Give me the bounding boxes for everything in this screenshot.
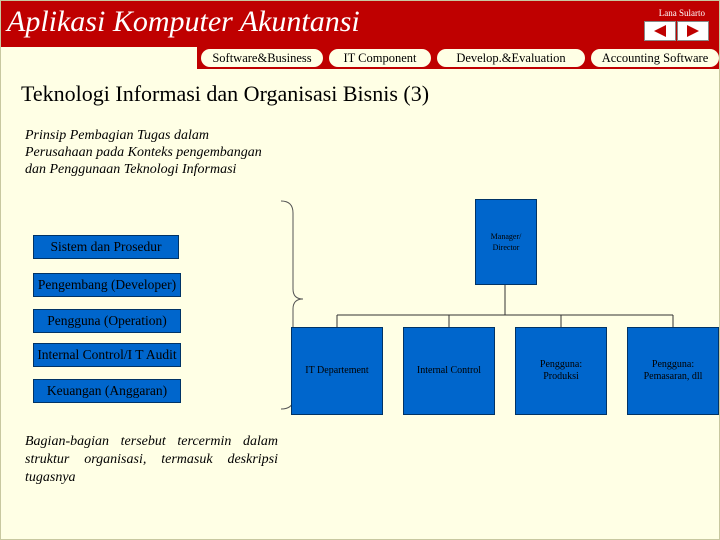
tab-it-component[interactable]: IT Component <box>329 49 431 67</box>
next-slide-button[interactable] <box>677 21 709 41</box>
org-box-manager: Manager/Director <box>475 199 537 285</box>
tab-software-business[interactable]: Software&Business <box>201 49 323 67</box>
arrow-left-icon <box>654 25 666 37</box>
header-bar: Aplikasi Komputer Akuntansi Lana Sularto <box>1 1 719 47</box>
app-title: Aplikasi Komputer Akuntansi <box>7 5 360 38</box>
arrow-right-icon <box>687 25 699 37</box>
item-pengguna: Pengguna (Operation) <box>33 309 181 333</box>
author-name: Lana Sularto <box>658 8 705 18</box>
org-child-line1: Internal Control <box>416 365 482 376</box>
org-child-line1: IT Departement <box>305 365 369 376</box>
org-child-line2: Pemasaran, dll <box>643 371 703 382</box>
item-pengembang: Pengembang (Developer) <box>33 273 181 297</box>
summary-text: Bagian-bagian tersebut tercermin dalam s… <box>25 434 278 485</box>
slide-title: Teknologi Informasi dan Organisasi Bisni… <box>21 81 430 106</box>
org-manager-line2: Director <box>492 243 520 252</box>
org-box-it-department: IT Departement <box>291 327 383 415</box>
org-box-pengguna-produksi: Pengguna:Produksi <box>515 327 607 415</box>
org-child-line1: Pengguna: <box>651 359 695 370</box>
item-sistem-prosedur: Sistem dan Prosedur <box>33 235 179 259</box>
org-box-pengguna-pemasaran: Pengguna:Pemasaran, dll <box>627 327 719 415</box>
intro-text: Prinsip Pembagian Tugas dalam Perusahaan… <box>25 128 262 177</box>
tab-accounting-software[interactable]: Accounting Software <box>591 49 719 67</box>
prev-slide-button[interactable] <box>644 21 676 41</box>
org-manager-line1: Manager/ <box>490 232 522 241</box>
org-box-internal-control: Internal Control <box>403 327 495 415</box>
tab-develop-evaluation[interactable]: Develop.&Evaluation <box>437 49 585 67</box>
org-child-line2: Produksi <box>543 371 579 382</box>
org-child-line1: Pengguna: <box>539 359 583 370</box>
item-internal-control: Internal Control/I T Audit <box>33 343 181 367</box>
item-keuangan: Keuangan (Anggaran) <box>33 379 181 403</box>
